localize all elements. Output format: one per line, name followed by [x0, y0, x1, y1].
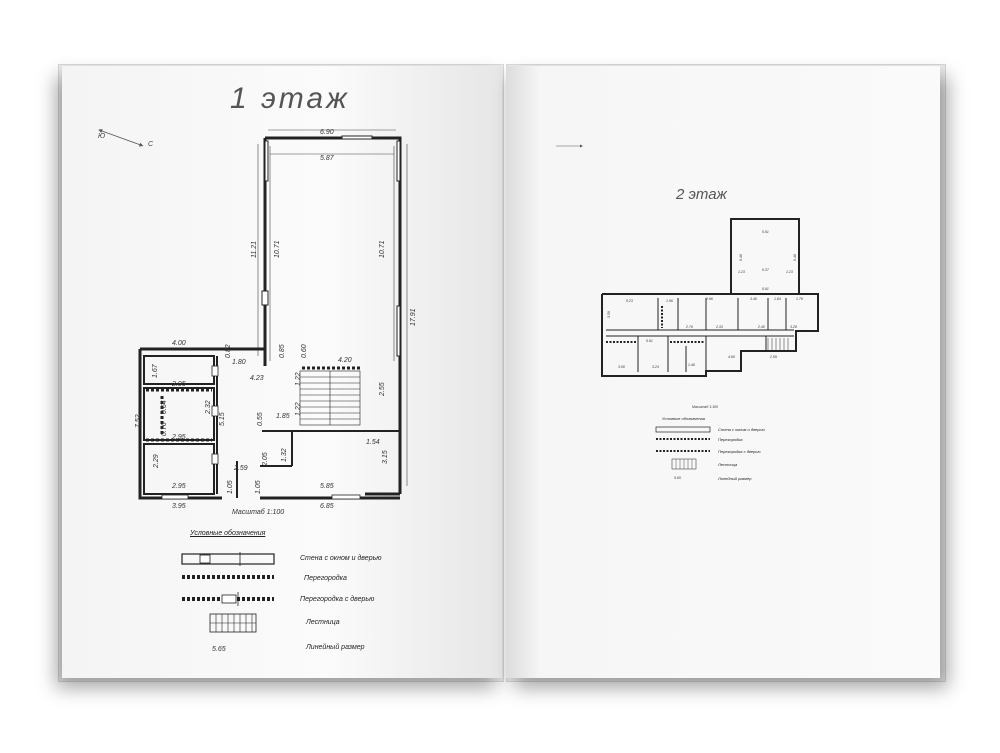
- svg-text:5.37: 5.37: [762, 268, 770, 272]
- legend-item-partition-door: Перегородка с дверью: [718, 449, 761, 454]
- svg-text:1.96: 1.96: [666, 299, 673, 303]
- right-page: 2 этаж: [506, 66, 940, 678]
- svg-text:1.05: 1.05: [227, 480, 234, 494]
- svg-text:3.15: 3.15: [382, 450, 389, 464]
- floor-2-plan: 5.91 6.48 6.48 5.37 1.23 1.23 5.91 5.23 …: [556, 144, 819, 480]
- svg-text:5.85: 5.85: [320, 483, 334, 490]
- svg-text:1.76: 1.76: [796, 297, 803, 301]
- svg-text:3.00: 3.00: [618, 365, 625, 369]
- svg-text:1.32: 1.32: [281, 448, 288, 462]
- legend-item-stairs: Лестница: [306, 619, 340, 626]
- svg-text:1.46: 1.46: [688, 363, 695, 367]
- svg-text:2.59: 2.59: [769, 355, 777, 359]
- scale-label: Масштаб 1:100: [692, 405, 718, 409]
- legend-item-stairs: Лестница: [718, 462, 738, 467]
- svg-text:1.22: 1.22: [295, 402, 302, 416]
- svg-text:0.64: 0.64: [161, 400, 168, 414]
- svg-text:4.00: 4.00: [172, 340, 186, 347]
- svg-text:5.23: 5.23: [626, 299, 633, 303]
- svg-text:3.95: 3.95: [172, 503, 186, 510]
- svg-text:0.60: 0.60: [301, 344, 308, 358]
- legend-item-partition: Перегородка: [304, 575, 347, 582]
- svg-text:2.96: 2.96: [705, 297, 713, 301]
- compass-icon: [556, 144, 583, 148]
- svg-text:2.95: 2.95: [171, 483, 186, 490]
- svg-text:0.85: 0.85: [279, 344, 286, 358]
- compass-north: С: [148, 141, 154, 148]
- svg-text:0.55: 0.55: [257, 412, 264, 426]
- legend-item-partition: Перегородка: [718, 437, 743, 442]
- svg-text:5.91: 5.91: [646, 339, 653, 343]
- svg-text:11.21: 11.21: [251, 241, 258, 258]
- svg-text:3.24: 3.24: [652, 365, 659, 369]
- svg-text:5.91: 5.91: [762, 287, 769, 291]
- legend-item-wall: Стена с окном и дверью: [300, 555, 382, 562]
- svg-text:6.85: 6.85: [320, 503, 334, 510]
- svg-text:1.84: 1.84: [774, 297, 781, 301]
- staircase: [299, 370, 361, 426]
- svg-text:3.28: 3.28: [790, 325, 797, 329]
- floor-2-title: 2 этаж: [676, 186, 727, 203]
- svg-text:6.90: 6.90: [320, 129, 334, 136]
- svg-text:2.40: 2.40: [757, 325, 765, 329]
- legend-sample-dim: 5.65: [674, 476, 681, 480]
- svg-text:0.82: 0.82: [225, 344, 232, 358]
- floor-1-plan: Ю С: [98, 129, 417, 653]
- legend-sample-dim: 5.65: [212, 646, 226, 653]
- svg-text:6.48: 6.48: [793, 254, 797, 261]
- legend-item-dimension: Линейный размер: [306, 644, 365, 651]
- scale-label: Масштаб 1:100: [232, 508, 284, 516]
- svg-text:1.05: 1.05: [255, 480, 262, 494]
- svg-text:2.95: 2.95: [171, 434, 186, 441]
- svg-text:4.20: 4.20: [338, 357, 352, 364]
- svg-text:0.76: 0.76: [161, 422, 168, 436]
- svg-text:1.22: 1.22: [295, 372, 302, 386]
- svg-text:5.91: 5.91: [762, 230, 769, 234]
- staircase: [767, 338, 789, 350]
- svg-text:2.05: 2.05: [262, 452, 269, 467]
- legend-heading: Условные обозначения: [190, 530, 266, 537]
- svg-text:1.67: 1.67: [152, 363, 159, 378]
- legend-heading: Условные обозначения: [662, 416, 706, 421]
- svg-text:1.54: 1.54: [366, 439, 380, 446]
- compass-south: Ю: [98, 133, 105, 140]
- svg-text:2.55: 2.55: [379, 382, 386, 397]
- svg-text:5.87: 5.87: [320, 155, 335, 162]
- legend-item-wall: Стена с окном и дверью: [718, 427, 765, 432]
- svg-text:3.40: 3.40: [750, 297, 757, 301]
- svg-text:7.52: 7.52: [135, 414, 142, 428]
- svg-text:1.85: 1.85: [276, 413, 290, 420]
- svg-text:4.23: 4.23: [250, 375, 264, 382]
- svg-text:2.76: 2.76: [685, 325, 693, 329]
- legend-symbols: [181, 552, 275, 633]
- svg-text:5.15: 5.15: [219, 412, 226, 426]
- svg-text:4.66: 4.66: [728, 355, 735, 359]
- floor-1-title: 1 этаж: [230, 82, 350, 115]
- svg-text:6.48: 6.48: [739, 254, 743, 261]
- svg-text:10.71: 10.71: [274, 240, 281, 258]
- legend-symbols: [655, 426, 711, 470]
- svg-text:2.29: 2.29: [153, 454, 160, 469]
- svg-text:1.23: 1.23: [738, 270, 745, 274]
- svg-text:2.59: 2.59: [233, 465, 248, 472]
- legend-item-dimension: Линейный размер: [718, 476, 752, 481]
- svg-text:10.71: 10.71: [379, 240, 386, 258]
- svg-text:3.59: 3.59: [607, 311, 611, 318]
- legend-item-partition-door: Перегородка с дверью: [300, 596, 375, 603]
- svg-text:2.32: 2.32: [205, 400, 212, 415]
- svg-text:17.91: 17.91: [410, 308, 417, 326]
- svg-text:2.95: 2.95: [171, 381, 186, 388]
- svg-text:2.33: 2.33: [715, 325, 723, 329]
- svg-text:1.80: 1.80: [232, 359, 246, 366]
- left-page: 1 этаж Ю С: [62, 66, 502, 678]
- svg-text:1.23: 1.23: [786, 270, 793, 274]
- compass-icon: [98, 129, 144, 147]
